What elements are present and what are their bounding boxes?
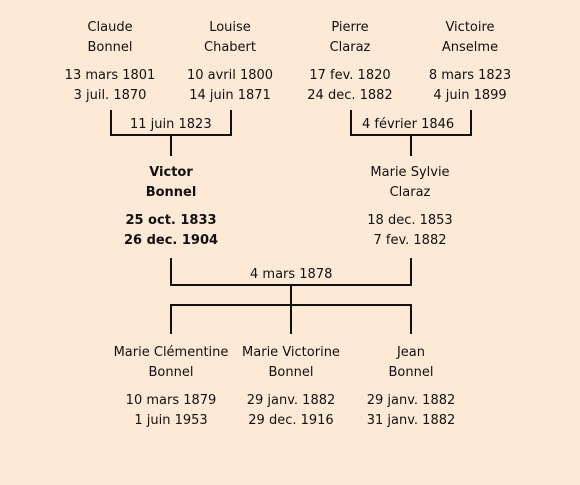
connector-child-1 [170, 304, 172, 334]
connector-parents-drop [290, 284, 292, 304]
person-marie-clementine-bonnel: Marie Clémentine Bonnel 10 mars 1879 1 j… [106, 343, 236, 431]
person-pierre-claraz: Pierre Claraz 17 fev. 1820 24 dec. 1882 [290, 18, 410, 106]
last-name: Bonnel [87, 40, 133, 55]
last-name: Bonnel [148, 365, 194, 380]
death-date: 14 juin 1871 [189, 88, 271, 103]
person-victor-bonnel: Victor Bonnel 25 oct. 1833 26 dec. 1904 [111, 163, 231, 251]
birth-date: 10 avril 1800 [186, 68, 274, 83]
first-name: Marie Clémentine [113, 345, 229, 360]
first-name: Marie Victorine [242, 345, 340, 360]
last-name: Bonnel [145, 185, 197, 200]
birth-date: 29 janv. 1882 [246, 393, 336, 408]
first-name: Jean [396, 345, 426, 360]
person-marie-sylvie-claraz: Marie Sylvie Claraz 18 dec. 1853 7 fev. … [350, 163, 470, 251]
birth-date: 18 dec. 1853 [367, 213, 453, 228]
connector-parents-vertical-2 [410, 258, 412, 286]
first-name: Victor [149, 165, 193, 180]
first-name: Louise [209, 20, 251, 35]
death-date: 3 juil. 1870 [73, 88, 147, 103]
connector-left-drop [170, 134, 172, 156]
last-name: Anselme [441, 40, 499, 55]
last-name: Claraz [389, 185, 431, 200]
last-name: Claraz [329, 40, 371, 55]
death-date: 1 juin 1953 [134, 413, 208, 428]
birth-date: 13 mars 1801 [64, 68, 156, 83]
birth-date: 29 janv. 1882 [366, 393, 456, 408]
marriage-date-parents: 4 mars 1878 [246, 266, 337, 284]
person-claude-bonnel: Claude Bonnel 13 mars 1801 3 juil. 1870 [50, 18, 170, 106]
connector-right-vertical-2 [470, 110, 472, 136]
last-name: Bonnel [388, 365, 434, 380]
connector-right-drop [410, 134, 412, 156]
death-date: 26 dec. 1904 [123, 233, 219, 248]
connector-parents-vertical-1 [170, 258, 172, 286]
first-name: Pierre [331, 20, 369, 35]
death-date: 31 janv. 1882 [366, 413, 456, 428]
death-date: 7 fev. 1882 [373, 233, 447, 248]
connector-child-2 [290, 304, 292, 334]
death-date: 29 dec. 1916 [248, 413, 334, 428]
last-name: Bonnel [268, 365, 314, 380]
marriage-date-left: 11 juin 1823 [126, 116, 216, 134]
death-date: 24 dec. 1882 [307, 88, 393, 103]
birth-date: 17 fev. 1820 [309, 68, 391, 83]
first-name: Claude [87, 20, 133, 35]
first-name: Marie Sylvie [370, 165, 450, 180]
marriage-date-right: 4 février 1846 [358, 116, 459, 134]
connector-right-vertical-1 [350, 110, 352, 136]
death-date: 4 juin 1899 [433, 88, 507, 103]
birth-date: 8 mars 1823 [428, 68, 512, 83]
first-name: Victoire [445, 20, 495, 35]
connector-left-vertical-2 [230, 110, 232, 136]
connector-child-3 [410, 304, 412, 334]
person-victoire-anselme: Victoire Anselme 8 mars 1823 4 juin 1899 [410, 18, 530, 106]
birth-date: 10 mars 1879 [125, 393, 217, 408]
birth-date: 25 oct. 1833 [125, 213, 217, 228]
last-name: Chabert [204, 40, 256, 55]
person-marie-victorine-bonnel: Marie Victorine Bonnel 29 janv. 1882 29 … [226, 343, 356, 431]
person-jean-bonnel: Jean Bonnel 29 janv. 1882 31 janv. 1882 [351, 343, 471, 431]
connector-left-vertical-1 [110, 110, 112, 136]
person-louise-chabert: Louise Chabert 10 avril 1800 14 juin 187… [170, 18, 290, 106]
